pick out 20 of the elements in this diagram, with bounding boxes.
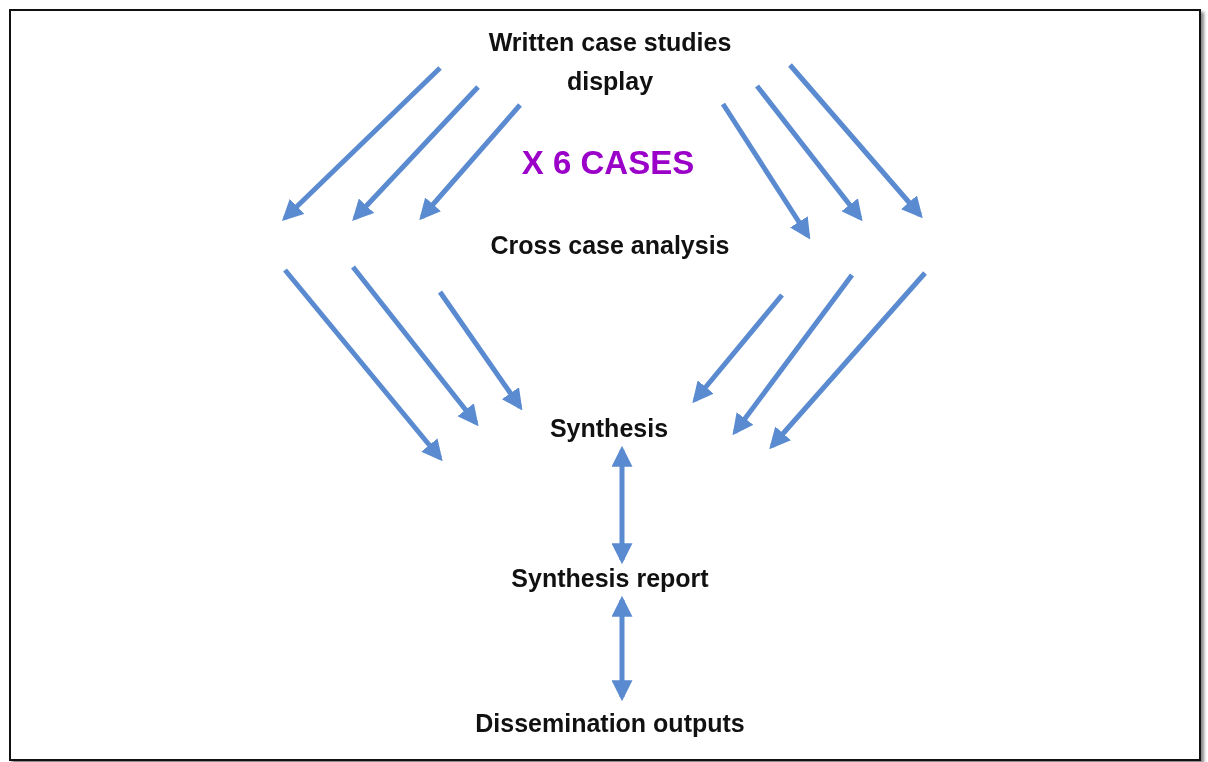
arrow: [351, 265, 479, 427]
arrow: [755, 84, 863, 222]
arrow: [437, 290, 523, 411]
arrow: [282, 66, 442, 221]
arrow: [611, 595, 633, 702]
arrow: [732, 273, 854, 436]
arrow: [419, 103, 522, 221]
node-label: Dissemination outputs: [475, 703, 745, 743]
node-label: Synthesis report: [511, 558, 709, 598]
arrow: [720, 102, 811, 240]
arrow: [352, 85, 480, 222]
arrow: [788, 63, 923, 219]
arrow: [283, 268, 443, 462]
annotation-text: X 6 CASES: [521, 144, 695, 182]
arrow: [611, 445, 633, 565]
arrow: [769, 271, 927, 450]
node-label: Synthesis: [549, 408, 669, 448]
node-label: Written case studies display: [450, 23, 770, 101]
arrow: [692, 293, 784, 404]
node-label: Cross case analysis: [490, 225, 730, 265]
